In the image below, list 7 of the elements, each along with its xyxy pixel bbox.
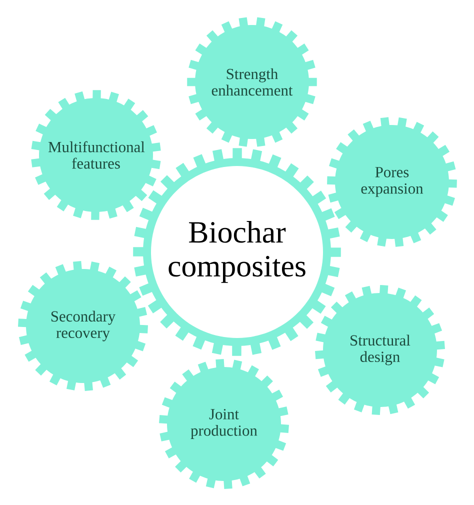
gear: Structural design <box>315 285 445 415</box>
gear: Secondary recovery <box>18 261 148 391</box>
gear: Joint production <box>159 359 289 489</box>
gear: Multifunctional features <box>31 90 161 220</box>
gear: Strength enhancement <box>187 17 317 147</box>
node-label: Biochar composites <box>168 221 306 283</box>
gear: Pores expansion <box>327 117 457 247</box>
